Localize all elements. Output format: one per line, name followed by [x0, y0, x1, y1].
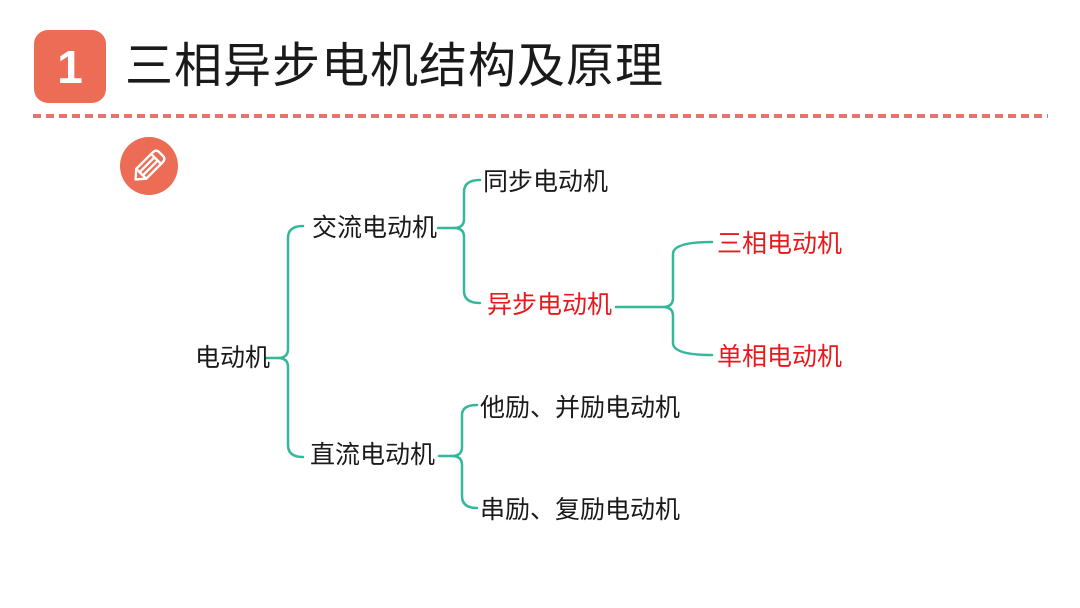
connector-dc-brace [450, 403, 479, 510]
tree-node-three-phase-motor: 三相电动机 [717, 230, 843, 258]
tree-node-series-compound-excited-motor: 串励、复励电动机 [480, 496, 681, 524]
tree-node-separately-shunt-excited-motor: 他励、并励电动机 [480, 394, 681, 422]
pencil-icon [119, 136, 179, 196]
tree-node-asynchronous-motor: 异步电动机 [487, 291, 613, 319]
pencil-icon-svg [120, 137, 178, 195]
connector-ac-brace [452, 178, 482, 305]
dashed-divider [33, 114, 1048, 118]
tree-node-synchronous-motor: 同步电动机 [483, 168, 609, 196]
tree-node-dc-motor: 直流电动机 [310, 441, 436, 469]
tree-node-ac-motor: 交流电动机 [312, 214, 438, 242]
tree-node-single-phase-motor: 单相电动机 [717, 343, 843, 371]
section-number-badge: 1 [34, 30, 106, 103]
section-number: 1 [57, 40, 83, 93]
tree-node-motor: 电动机 [195, 344, 271, 372]
page-title: 三相异步电机结构及原理 [125, 40, 665, 93]
connector-async-brace [661, 240, 714, 357]
connector-root-brace [276, 224, 305, 459]
